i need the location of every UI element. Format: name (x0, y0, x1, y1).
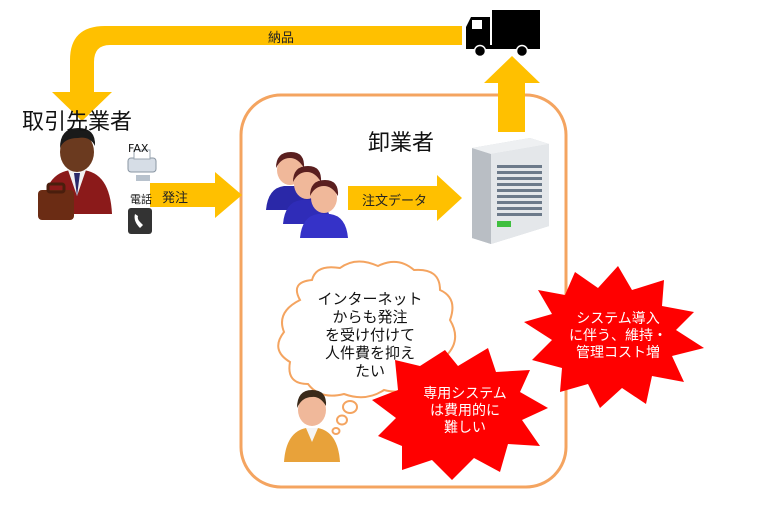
truck-icon (466, 10, 540, 58)
thought-line: からも発注 (332, 308, 408, 326)
worker-icon (284, 390, 340, 462)
burst-right (524, 266, 704, 408)
server-to-truck-arrow (484, 56, 540, 132)
order-data-arrow (348, 175, 462, 221)
fax-icon (127, 149, 157, 181)
fax-label: FAX (128, 142, 149, 155)
businessman-icon (38, 128, 112, 220)
burst-right-line: 管理コスト増 (576, 345, 660, 361)
thought-line: インターネット (317, 290, 423, 308)
thought-line: 人件費を抑え (324, 344, 415, 362)
thought-line: を受け付けて (324, 326, 415, 344)
burst-center-text: 専用システム は費用的に 難しい (410, 386, 520, 437)
server-icon (472, 138, 549, 244)
staff-group-icon (266, 152, 348, 238)
thought-line: たい (354, 362, 385, 380)
delivery-label: 納品 (268, 31, 295, 46)
burst-right-line: に伴う、維持・ (569, 328, 667, 344)
burst-center (372, 348, 548, 480)
order-data-label: 注文データ (362, 194, 428, 209)
delivery-arrow (52, 26, 462, 121)
burst-center-line: 難しい (444, 420, 486, 436)
wholesaler-title: 卸業者 (368, 131, 435, 156)
wholesaler-frame (239, 93, 568, 489)
order-label: 発注 (162, 191, 189, 206)
burst-right-line: システム導入 (576, 311, 660, 327)
phone-icon (128, 208, 152, 234)
burst-right-text: システム導入 に伴う、維持・ 管理コスト増 (568, 311, 668, 362)
burst-center-line: は費用的に (430, 403, 500, 419)
partner-title: 取引先業者 (22, 110, 133, 135)
phone-label: 電話 (130, 193, 152, 206)
thought-text: インターネット からも発注 を受け付けて 人件費を抑え たい (300, 290, 440, 380)
burst-center-line: 専用システム (423, 386, 507, 402)
order-arrow (150, 172, 242, 218)
